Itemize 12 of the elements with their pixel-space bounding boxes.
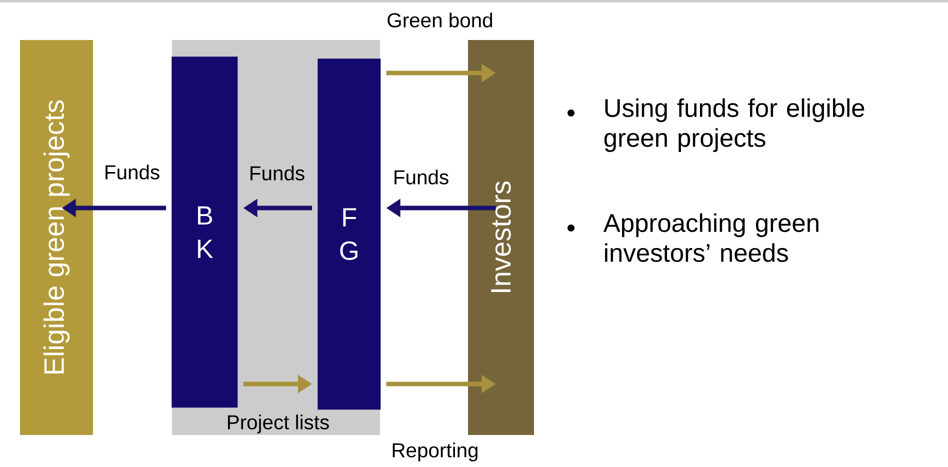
edge-label: Green bond	[388, 12, 492, 28]
project-bar: Eligible green projects	[20, 40, 93, 435]
edge-label: Funds	[106, 164, 160, 180]
entity-bar: B K	[172, 56, 238, 408]
edge-label: Reporting	[392, 442, 478, 462]
edge-label: Funds	[394, 170, 448, 184]
investor-bar: Investors	[468, 40, 534, 435]
edge-label: Funds	[250, 166, 304, 180]
bullet-text: Approaching green investors’ needs	[603, 213, 818, 262]
edge-label: Project lists	[228, 414, 329, 434]
entity-bar: F G	[318, 58, 381, 410]
bullet-text: Using funds for eligible green projects	[604, 98, 864, 152]
